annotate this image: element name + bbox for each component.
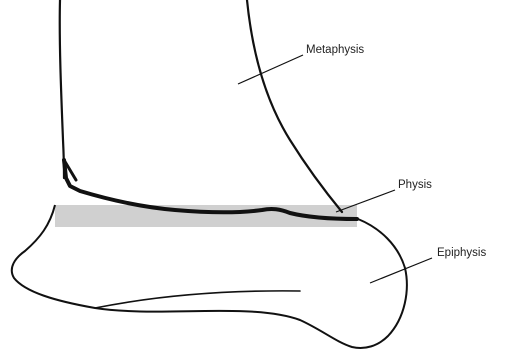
physis-label: Physis bbox=[398, 179, 432, 191]
epiphysis-label: Epiphysis bbox=[437, 247, 486, 259]
epiphysis-leader-line bbox=[370, 258, 432, 283]
metaphysis-label: Metaphysis bbox=[306, 44, 364, 56]
metaphysis-right-edge bbox=[247, 0, 342, 212]
physis-leader-line bbox=[336, 190, 395, 212]
metaphysis-left-edge bbox=[60, 0, 64, 178]
metaphysis-leader-line bbox=[238, 55, 303, 84]
epiphysis-inner-line bbox=[95, 291, 300, 308]
